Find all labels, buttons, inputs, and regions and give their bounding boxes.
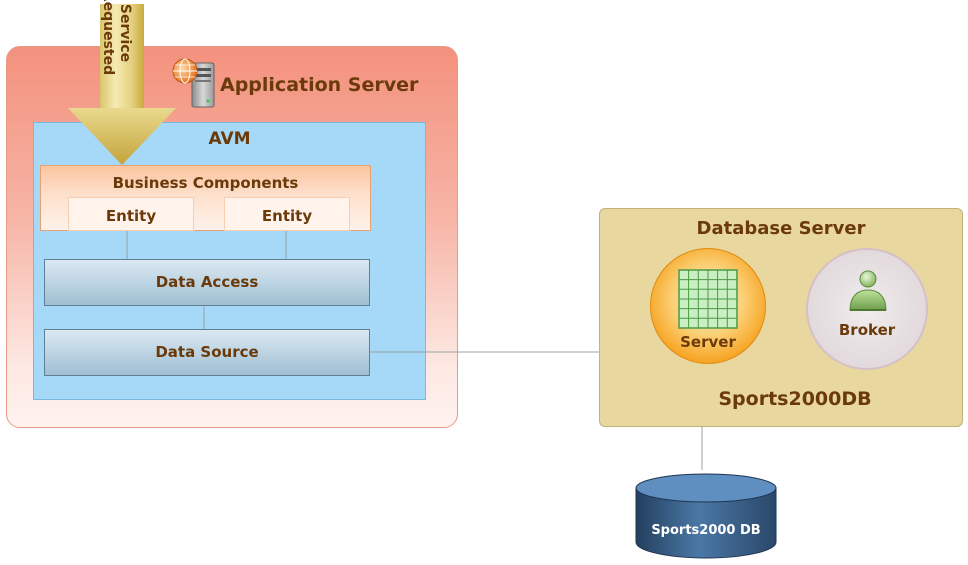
broker-circle bbox=[806, 248, 928, 370]
data-source-label: Data Source bbox=[155, 343, 259, 361]
broker-person-icon bbox=[849, 270, 887, 311]
service-requested-label-line2: Requested bbox=[100, 0, 116, 76]
database-cylinder-label: Sports2000 DB bbox=[651, 523, 761, 538]
business-components-title: Business Components bbox=[112, 174, 299, 192]
service-requested-arrow bbox=[68, 4, 176, 165]
entity-box-2 bbox=[224, 197, 350, 231]
service-requested-label-line1: Service bbox=[117, 3, 133, 63]
avm-title: AVM bbox=[208, 129, 251, 149]
server-grid-icon bbox=[678, 269, 738, 329]
broker-label: Broker bbox=[838, 321, 896, 339]
web-server-icon bbox=[172, 58, 215, 108]
data-access-label: Data Access bbox=[155, 273, 259, 291]
application-server-title: Application Server bbox=[220, 74, 419, 96]
database-name-label: Sports2000DB bbox=[718, 388, 872, 410]
entity-box-1 bbox=[68, 197, 194, 231]
data-source-box bbox=[44, 329, 370, 376]
database-server-title: Database Server bbox=[696, 218, 866, 239]
entity-label-1: Entity bbox=[105, 207, 157, 225]
database-cylinder-icon bbox=[635, 473, 777, 559]
data-access-box bbox=[44, 259, 370, 306]
entity-label-2: Entity bbox=[261, 207, 313, 225]
server-label: Server bbox=[680, 333, 736, 351]
